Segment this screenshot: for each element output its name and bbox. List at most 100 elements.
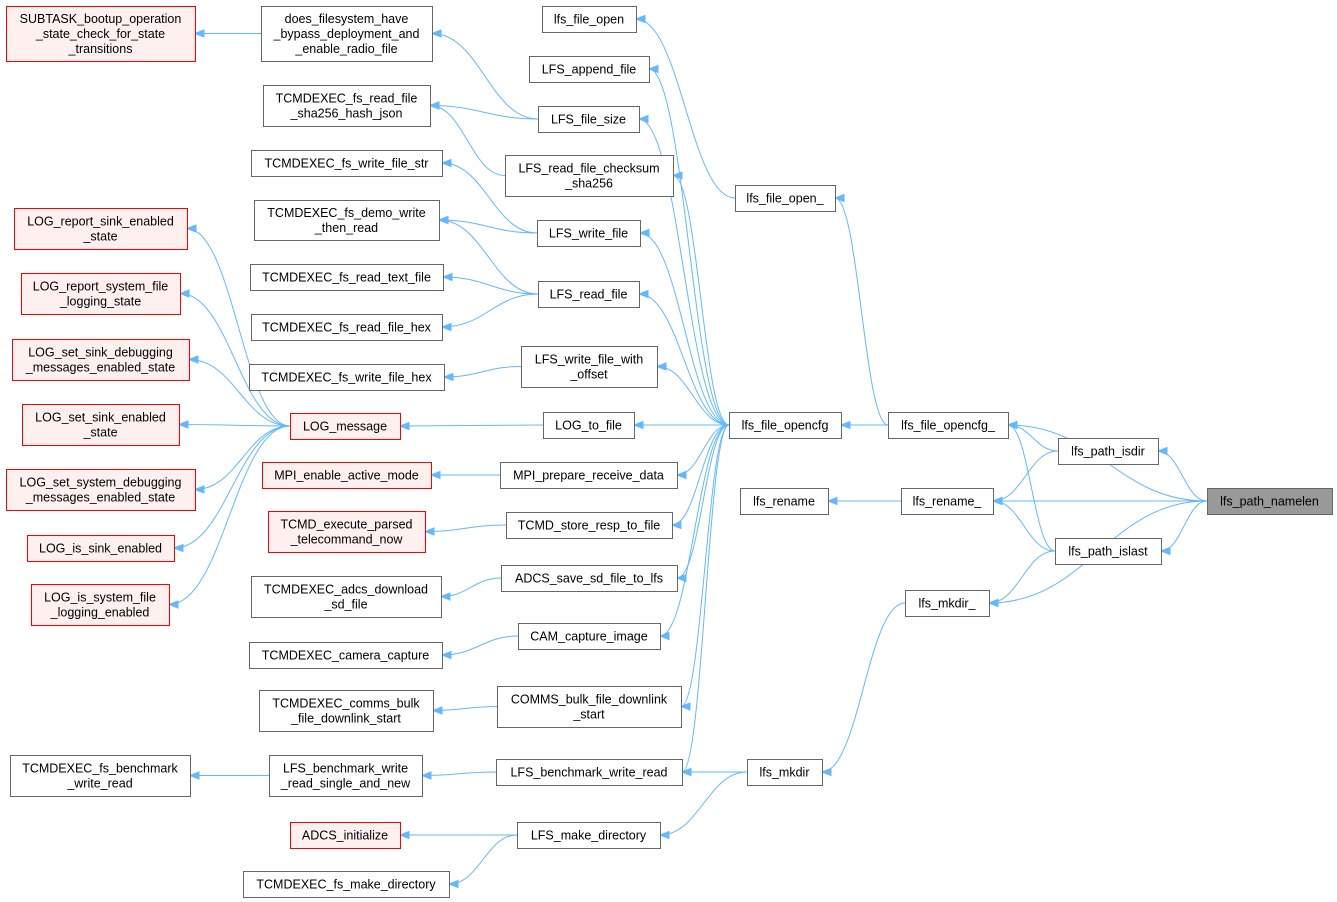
node-tcmd-exec-parsed[interactable]: TCMD_execute_parsed_telecommand_now xyxy=(268,511,426,553)
node-log-sse[interactable]: LOG_set_sink_enabled_state xyxy=(22,404,180,446)
node-lfs-bench-wr[interactable]: LFS_benchmark_write_read xyxy=(496,759,683,786)
node-box xyxy=(729,412,842,439)
node-lfs-path-namelen[interactable]: lfs_path_namelen xyxy=(1207,488,1333,515)
node-lfs-read-file[interactable]: LFS_read_file xyxy=(538,281,640,308)
node-does-fs[interactable]: does_filesystem_have_bypass_deployment_a… xyxy=(261,6,433,62)
node-lfs-mkdir-[interactable]: lfs_mkdir_ xyxy=(905,590,990,617)
node-fs-write-str[interactable]: TCMDEXEC_fs_write_file_str xyxy=(251,150,443,177)
node-box xyxy=(1055,538,1162,565)
node-label: lfs_rename xyxy=(753,495,815,509)
node-tcmd-store[interactable]: TCMD_store_resp_to_file xyxy=(506,512,673,539)
node-label: TCMDEXEC_fs_make_directory xyxy=(256,878,436,892)
node-fs-read-text[interactable]: TCMDEXEC_fs_read_text_file xyxy=(250,264,444,291)
edge-arrowhead xyxy=(658,631,670,641)
node-fs-bench-cmd[interactable]: TCMDEXEC_fs_benchmark_write_read xyxy=(10,755,191,797)
edge-log-ise-to-log-message xyxy=(173,425,291,549)
node-lfs-file-size[interactable]: LFS_file_size xyxy=(538,106,640,133)
node-label: TCMDEXEC_fs_read_file_hex xyxy=(262,321,432,335)
node-box xyxy=(901,488,994,515)
node-log-ssysdm[interactable]: LOG_set_system_debugging_messages_enable… xyxy=(6,469,196,511)
edge-arrowhead xyxy=(178,289,190,298)
node-mpi-prepare[interactable]: MPI_prepare_receive_data xyxy=(500,462,678,489)
node-box xyxy=(251,314,443,341)
node-label: lfs_mkdir xyxy=(759,766,809,780)
node-label: _bypass_deployment_and xyxy=(273,27,420,41)
edge-arrowhead xyxy=(188,771,200,780)
node-box xyxy=(249,364,445,391)
node-log-rsfl[interactable]: LOG_report_system_file_logging_state xyxy=(21,273,181,315)
node-adcs-download[interactable]: TCMDEXEC_adcs_download_sd_file xyxy=(251,576,442,618)
node-log-ise[interactable]: LOG_is_sink_enabled xyxy=(27,535,175,562)
node-lfs-mkdir[interactable]: lfs_mkdir xyxy=(747,759,823,786)
node-label: _state_check_for_state xyxy=(35,27,165,41)
node-fs-read-sha[interactable]: TCMDEXEC_fs_read_file_sha256_hash_json xyxy=(263,85,431,127)
node-label: _logging_state xyxy=(59,295,141,309)
edge-arrowhead xyxy=(442,372,454,382)
node-fs-demo[interactable]: TCMDEXEC_fs_demo_write_then_read xyxy=(254,200,440,241)
edge-arrowhead xyxy=(638,228,650,238)
node-label: LOG_set_sink_enabled xyxy=(35,411,166,425)
edge-log-rse-to-log-message xyxy=(186,228,291,427)
node-lfs-rename[interactable]: lfs_rename xyxy=(740,488,829,515)
node-mpi-enable[interactable]: MPI_enable_active_mode xyxy=(262,462,432,489)
node-lfs-path-isdir[interactable]: lfs_path_isdir xyxy=(1058,438,1159,465)
node-lfs-write-offset[interactable]: LFS_write_file_with_offset xyxy=(521,346,658,388)
node-box xyxy=(529,56,650,83)
node-box xyxy=(537,220,641,247)
node-label: lfs_file_open_ xyxy=(746,192,824,206)
node-box xyxy=(506,512,673,539)
node-box xyxy=(243,871,450,898)
node-cam-capture[interactable]: CAM_capture_image xyxy=(518,623,661,650)
node-comms-bulk-cmd[interactable]: TCMDEXEC_comms_bulk_file_downlink_start xyxy=(259,690,434,732)
node-lfs-append[interactable]: LFS_append_file xyxy=(529,56,650,83)
node-lfs-read-checksum[interactable]: LFS_read_file_checksum_sha256 xyxy=(505,155,674,197)
node-label: _start xyxy=(572,708,605,722)
edge-arrowhead xyxy=(172,543,184,553)
node-adcs-init[interactable]: ADCS_initialize xyxy=(290,822,401,849)
node-lfs-file-opencfg[interactable]: lfs_file_opencfg xyxy=(729,412,842,439)
node-lfs-file-opencfg-[interactable]: lfs_file_opencfg_ xyxy=(888,412,1009,439)
node-box xyxy=(538,106,640,133)
node-lfs-path-islast[interactable]: lfs_path_islast xyxy=(1055,538,1162,565)
edge-fs-demo-to-lfs-read-file xyxy=(438,219,539,295)
node-box xyxy=(251,150,443,177)
node-fs-make-dir-cmd[interactable]: TCMDEXEC_fs_make_directory xyxy=(243,871,450,898)
node-log-message[interactable]: LOG_message xyxy=(290,413,401,440)
node-box xyxy=(501,565,678,592)
node-lfs-make-dir[interactable]: LFS_make_directory xyxy=(517,822,661,849)
edge-arrowhead xyxy=(440,158,452,168)
node-label: LOG_to_file xyxy=(555,419,622,433)
node-label: LOG_is_system_file xyxy=(44,591,156,605)
node-fs-write-hex[interactable]: TCMDEXEC_fs_write_file_hex xyxy=(249,364,445,391)
node-box xyxy=(261,6,433,62)
node-log-to-file[interactable]: LOG_to_file xyxy=(543,412,635,439)
node-lfs-rename-[interactable]: lfs_rename_ xyxy=(901,488,994,515)
edge-arrowhead xyxy=(420,771,432,780)
node-adcs-save[interactable]: ADCS_save_sd_file_to_lfs xyxy=(501,565,678,592)
node-subtask[interactable]: SUBTASK_bootup_operation_state_check_for… xyxy=(6,6,196,62)
edge-fs-write-str-to-lfs-write-file xyxy=(441,162,538,234)
node-label: LFS_benchmark_write xyxy=(283,762,408,776)
node-label: _enable_radio_file xyxy=(294,42,397,56)
node-box xyxy=(262,462,432,489)
node-box xyxy=(10,755,191,797)
node-box xyxy=(521,346,658,388)
edge-lfs-mkdir-to-lfs-mkdir- xyxy=(821,602,906,773)
node-label: lfs_file_opencfg_ xyxy=(901,419,996,433)
node-comms-bulk[interactable]: COMMS_bulk_file_downlink_start xyxy=(497,686,682,728)
node-box xyxy=(518,623,661,650)
node-log-isfle[interactable]: LOG_is_system_file_logging_enabled xyxy=(31,584,170,626)
node-lfs-bench-single[interactable]: LFS_benchmark_write_read_single_and_new xyxy=(269,755,423,797)
edge-arrowhead xyxy=(167,600,179,609)
node-lfs-write-file[interactable]: LFS_write_file xyxy=(537,220,641,247)
node-log-ssdm[interactable]: LOG_set_sink_debugging_messages_enabled_… xyxy=(12,339,190,381)
node-lfs-file-open-[interactable]: lfs_file_open_ xyxy=(735,185,836,212)
node-cam-capture-cmd[interactable]: TCMDEXEC_camera_capture xyxy=(249,642,443,669)
edge-arrowhead xyxy=(193,485,205,494)
edge-fs-read-sha-to-lfs-file-size xyxy=(429,105,539,120)
node-box xyxy=(250,264,444,291)
node-lfs-file-open[interactable]: lfs_file_open xyxy=(542,6,637,33)
node-log-rse[interactable]: LOG_report_sink_enabled_state xyxy=(14,208,188,250)
node-fs-read-hex[interactable]: TCMDEXEC_fs_read_file_hex xyxy=(251,314,443,341)
